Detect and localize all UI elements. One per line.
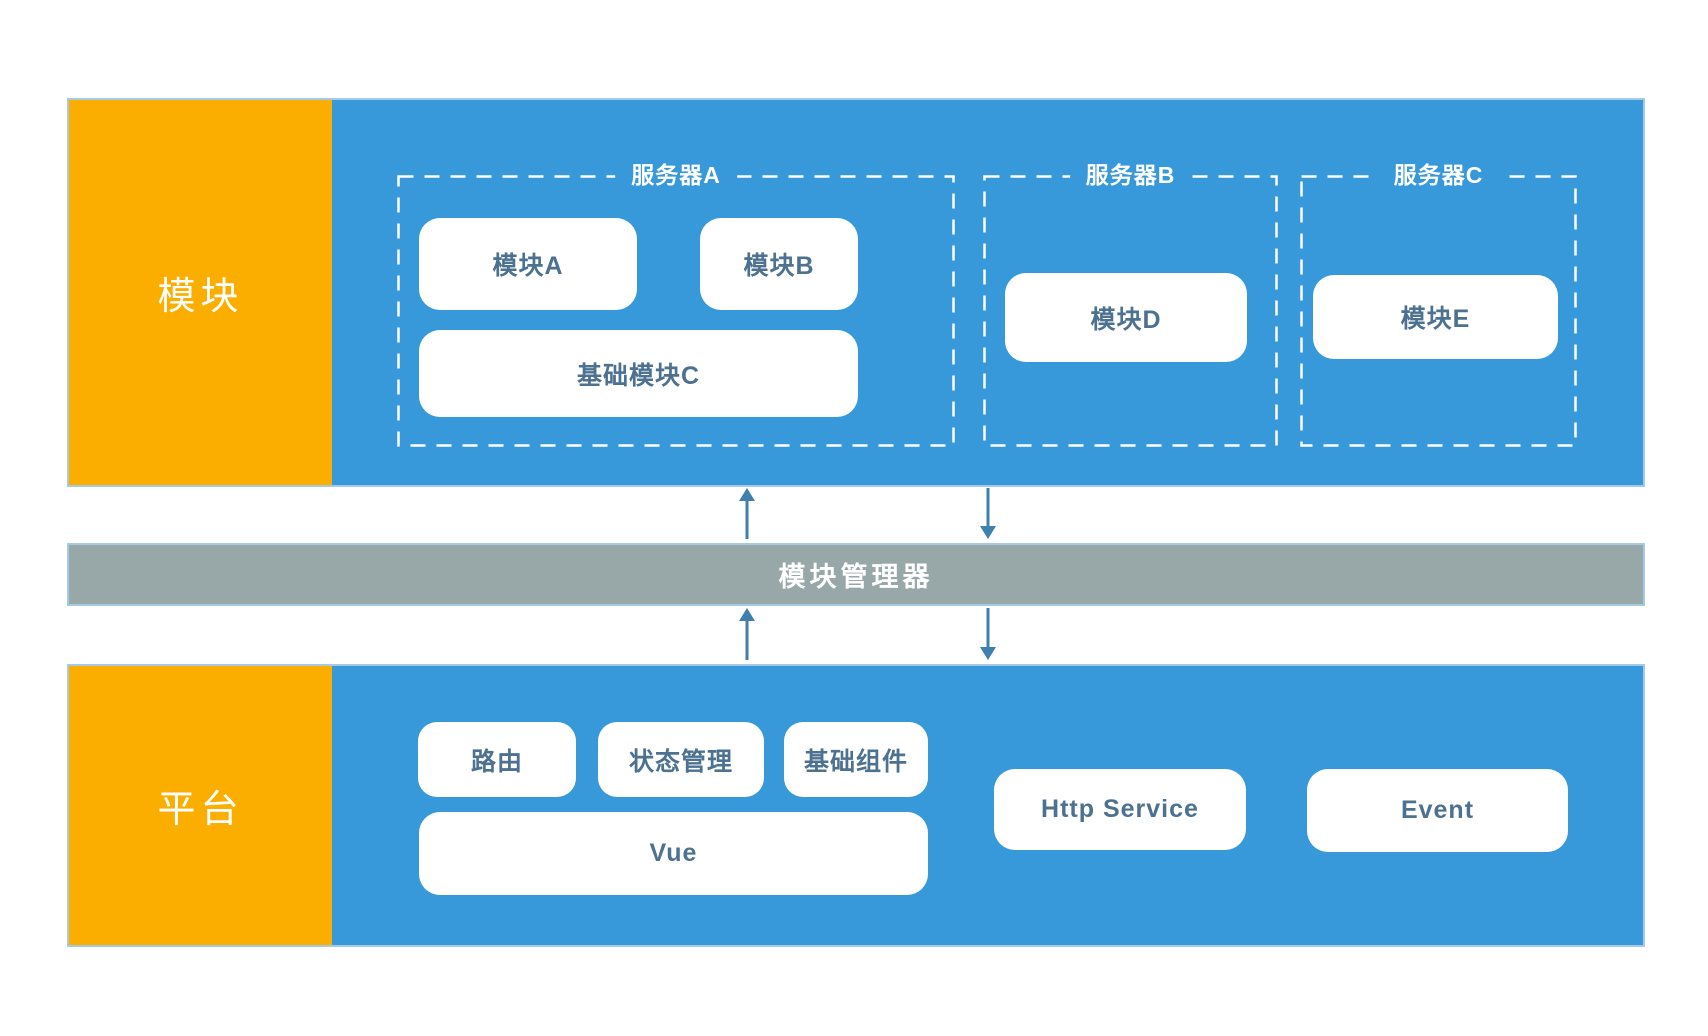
base-module-c-box: 基础模块C xyxy=(419,330,858,417)
server-c-label: 服务器C xyxy=(1377,159,1500,191)
module-manager-bar: 模块管理器 xyxy=(67,543,1645,606)
arrow-down-icon xyxy=(980,488,996,539)
module-b-box: 模块B xyxy=(700,218,858,310)
arrow-up-icon xyxy=(739,608,755,660)
arrow-down-icon xyxy=(980,608,996,660)
server-b-label: 服务器B xyxy=(1069,159,1192,191)
server-a-dashed-border xyxy=(397,175,955,447)
server-b-dashed-border xyxy=(983,175,1278,447)
server-b-group: 服务器B xyxy=(983,159,1278,447)
platform-band-label: 平台 xyxy=(157,789,244,831)
router-box: 路由 xyxy=(418,722,576,797)
module-a-box: 模块A xyxy=(419,218,637,310)
base-components-box: 基础组件 xyxy=(784,722,928,797)
module-d-box: 模块D xyxy=(1005,273,1247,362)
vue-box: Vue xyxy=(419,812,928,895)
event-box: Event xyxy=(1307,769,1568,852)
modules-band-header: 模块 xyxy=(69,100,332,485)
server-a-label: 服务器A xyxy=(615,159,737,191)
module-e-box: 模块E xyxy=(1313,275,1558,359)
server-c-group: 服务器C xyxy=(1300,159,1577,447)
platform-band-header: 平台 xyxy=(69,666,332,945)
state-management-box: 状态管理 xyxy=(598,722,764,797)
modules-band-label: 模块 xyxy=(157,276,244,318)
arrow-up-icon xyxy=(739,488,755,539)
module-manager-label: 模块管理器 xyxy=(778,562,934,592)
http-service-box: Http Service xyxy=(994,769,1246,850)
server-a-group: 服务器A xyxy=(397,159,955,447)
